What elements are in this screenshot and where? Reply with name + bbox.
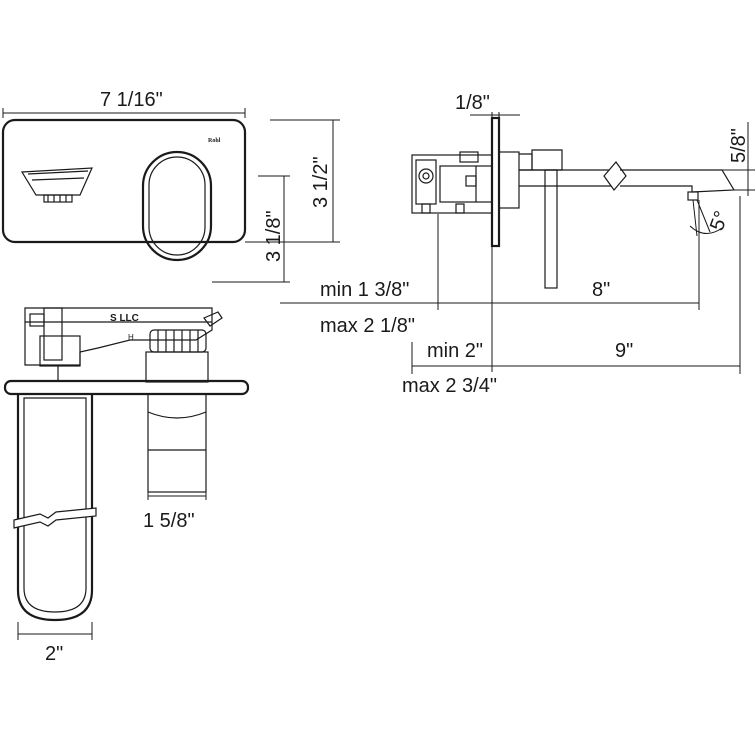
handle-height-label: 3 1/8" bbox=[263, 210, 285, 262]
max-depth-b-label: max 2 3/4" bbox=[402, 375, 497, 397]
body-diameter-label: 1 5/8" bbox=[143, 510, 195, 532]
handle-width-label: 2" bbox=[45, 643, 63, 665]
spout-outlet bbox=[20, 167, 93, 196]
min-depth-a-label: min 1 3/8" bbox=[320, 279, 409, 301]
lever-profile bbox=[544, 169, 558, 289]
spout-reach-label: 8" bbox=[592, 279, 610, 301]
side-view: 1/8" 5/8" 5° min 1 3/8" max 2 1/8" 8" mi… bbox=[280, 92, 755, 397]
spout-height-label: 5/8" bbox=[728, 128, 750, 163]
min-depth-b-label: min 2" bbox=[427, 340, 483, 362]
spout-angle-label: 5° bbox=[706, 208, 733, 233]
plate-profile bbox=[490, 116, 501, 248]
plate-height-label: 3 1/2" bbox=[310, 156, 332, 208]
top-view: S LLC H 1 5/8" 2" bbox=[3, 307, 250, 665]
max-depth-a-label: max 2 1/8" bbox=[320, 315, 415, 337]
valve-logo-mark: S LLC bbox=[110, 313, 139, 324]
lever-handle bbox=[141, 150, 213, 262]
lever-top bbox=[16, 394, 94, 622]
plate-width-label: 7 1/16" bbox=[100, 89, 163, 111]
front-view: Rohl 7 1/16" 3 1/2" 3 1/8" bbox=[1, 89, 340, 283]
plate-side bbox=[3, 379, 250, 396]
brand-mark: Rohl bbox=[208, 138, 221, 144]
hot-mark: H bbox=[128, 333, 134, 342]
wall-plate bbox=[1, 118, 247, 244]
valve-body bbox=[24, 307, 213, 366]
plate-thickness-label: 1/8" bbox=[455, 92, 490, 114]
total-reach-label: 9" bbox=[615, 340, 633, 362]
spout-profile bbox=[519, 169, 612, 187]
